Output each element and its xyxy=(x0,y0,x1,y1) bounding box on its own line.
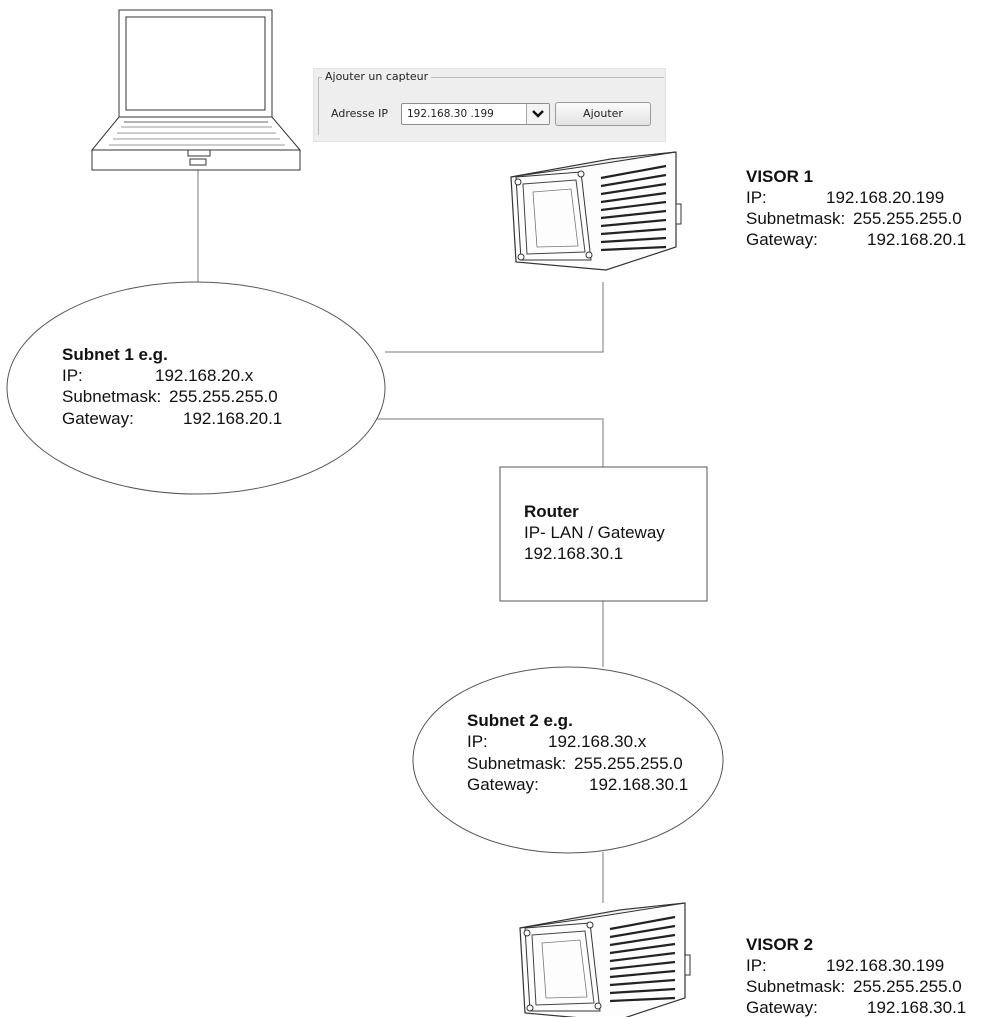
visor2-gateway: 192.168.30.1 xyxy=(867,998,967,1017)
visor2-subnet: 255.255.255.0 xyxy=(853,977,962,996)
visor2-gateway-label: Gateway: xyxy=(746,998,818,1017)
router-box xyxy=(499,466,708,602)
visor1-gateway: 192.168.20.1 xyxy=(867,230,967,249)
router-line1: IP- LAN / Gateway xyxy=(524,523,665,542)
subnet2-title: Subnet 2 e.g. xyxy=(467,711,573,730)
visor1-ip-label: IP: xyxy=(746,188,767,207)
subnet2-ip: 192.168.30.x xyxy=(548,732,647,751)
subnet1-gateway: 192.168.20.1 xyxy=(183,409,283,428)
subnet1-ip: 192.168.20.x xyxy=(155,366,254,385)
connection-lines xyxy=(197,170,604,903)
visor2-ip: 192.168.30.199 xyxy=(826,956,945,975)
visor1-subnet-label: Subnetmask: xyxy=(746,209,846,228)
chevron-down-icon xyxy=(532,110,544,118)
subnet1-ip-label: IP: xyxy=(62,366,83,385)
group-border xyxy=(318,77,664,78)
group-border-left xyxy=(318,77,319,135)
subnet2-gateway-label: Gateway: xyxy=(467,775,539,794)
router-title: Router xyxy=(524,502,579,521)
camera-sensor-icon xyxy=(510,151,682,271)
subnet1-ellipse xyxy=(6,281,386,495)
group-title: Ajouter un capteur xyxy=(322,70,432,83)
subnet2-ellipse xyxy=(412,666,724,854)
subnet1-gateway-label: Gateway: xyxy=(62,409,134,428)
dropdown-button[interactable] xyxy=(526,104,549,124)
ip-address-label: Adresse IP xyxy=(331,107,388,120)
subnet1-subnet: 255.255.255.0 xyxy=(169,387,278,406)
visor2-subnet-label: Subnetmask: xyxy=(746,977,846,996)
add-sensor-dialog: Ajouter un capteur Adresse IP 192.168.30… xyxy=(313,68,666,142)
subnet2-ip-label: IP: xyxy=(467,732,488,751)
ip-address-combobox[interactable]: 192.168.30 .199 xyxy=(401,103,550,125)
line-subnet1-visor1 xyxy=(385,282,604,353)
visor1-gateway-label: Gateway: xyxy=(746,230,818,249)
subnet1-title: Subnet 1 e.g. xyxy=(62,345,168,364)
visor1-ip: 192.168.20.199 xyxy=(826,188,945,207)
subnet2-subnet: 255.255.255.0 xyxy=(574,754,683,773)
subnet2-subnet-label: Subnetmask: xyxy=(467,754,567,773)
line-subnet1-router xyxy=(375,418,604,467)
router-line2: 192.168.30.1 xyxy=(524,544,624,563)
visor1-subnet: 255.255.255.0 xyxy=(853,209,962,228)
camera-sensor-icon xyxy=(519,902,691,1017)
subnet1-subnet-label: Subnetmask: xyxy=(62,387,162,406)
add-button[interactable]: Ajouter xyxy=(555,102,651,126)
laptop-icon xyxy=(90,9,302,171)
visor2-ip-label: IP: xyxy=(746,956,767,975)
ip-address-value[interactable]: 192.168.30 .199 xyxy=(407,108,494,120)
visor1-title: VISOR 1 xyxy=(746,167,814,186)
subnet2-gateway: 192.168.30.1 xyxy=(589,775,689,794)
visor2-title: VISOR 2 xyxy=(746,935,814,954)
